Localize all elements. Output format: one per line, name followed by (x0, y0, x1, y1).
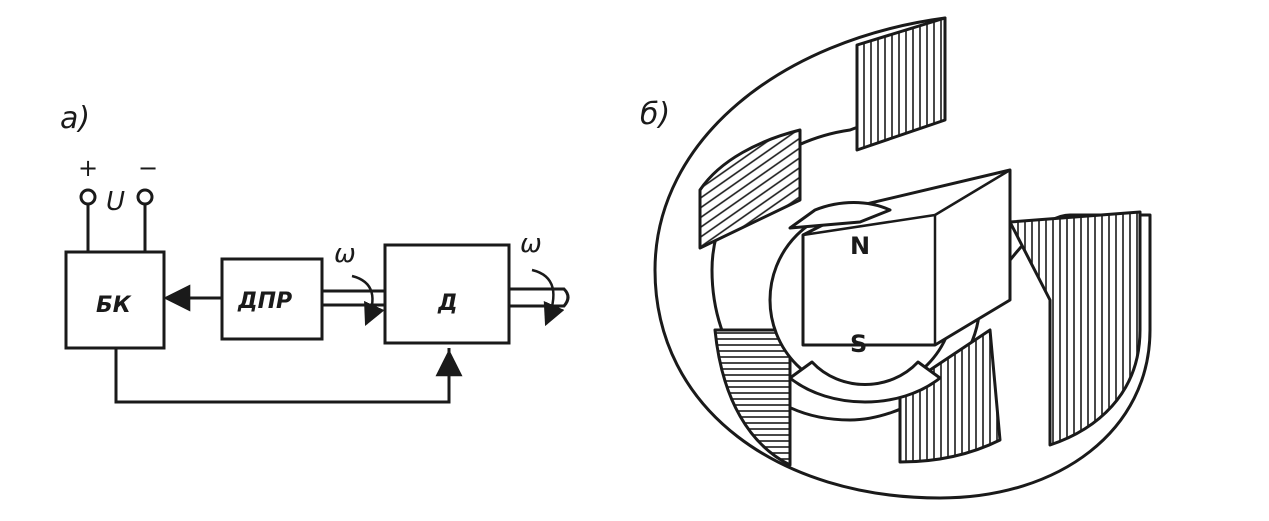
block-diagram: а) + − U БК ДПР Д ω ω (60, 101, 570, 404)
pole-south-label: S (850, 330, 867, 358)
terminal-minus-label: − (138, 154, 158, 182)
omega-left-label: ω (334, 239, 356, 269)
panel-b-label: б) (640, 97, 670, 132)
pole-shoe-top (788, 201, 892, 230)
panel-a-label: а) (60, 101, 90, 136)
pole-shoe-bottom (788, 360, 942, 404)
stator-laminations-bottom (898, 328, 1002, 464)
motor-sketch: б) N S (640, 16, 1152, 500)
rotation-arrow-right (531, 268, 565, 327)
terminal-plus-label: + (78, 154, 98, 182)
block-dpr-label: ДПР (237, 289, 292, 314)
stator-laminations-right (1008, 210, 1142, 447)
rotation-arrow-left (351, 274, 385, 327)
terminal-plus (79, 188, 97, 206)
stator-laminations-left-lower (713, 328, 792, 467)
terminal-minus (136, 188, 154, 206)
rotor-magnet (801, 168, 1012, 347)
shaft-output (509, 287, 570, 308)
block-bk-label: БК (96, 293, 132, 318)
feedback-wire (114, 348, 451, 404)
voltage-label: U (106, 187, 125, 217)
block-d (383, 243, 511, 345)
block-d-label: Д (437, 291, 458, 316)
pole-north-label: N (850, 232, 870, 260)
omega-right-label: ω (520, 229, 542, 259)
stator-laminations-left-upper (698, 128, 802, 250)
